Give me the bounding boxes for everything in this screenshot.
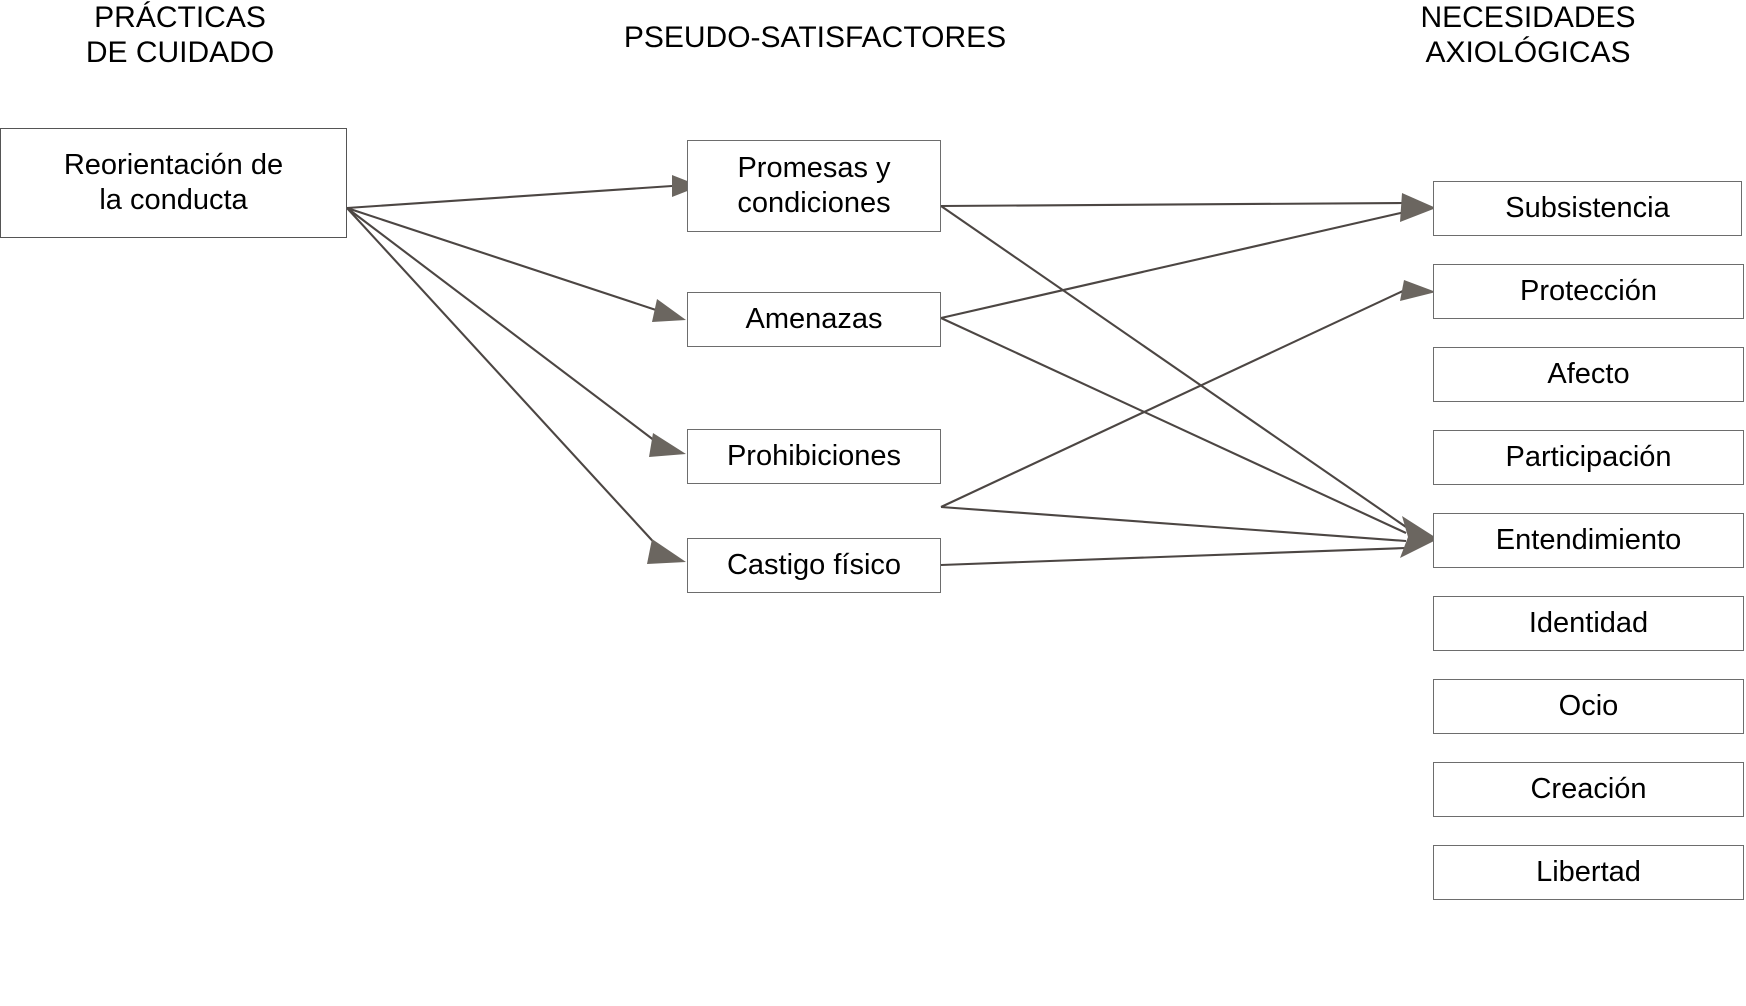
arrowhead-proteccion <box>1400 280 1436 301</box>
links-from-amenazas <box>940 210 1407 534</box>
node-necesidad-entendimiento[interactable]: Entendimiento <box>1433 513 1744 568</box>
link-prohibiciones-entendimiento <box>940 505 1407 543</box>
node-necesidad-identidad[interactable]: Identidad <box>1433 596 1744 651</box>
node-necesidad-creacion[interactable]: Creación <box>1433 762 1744 817</box>
link-amenazas-subsistencia <box>940 210 1406 320</box>
link-prohibiciones-proteccion <box>940 289 1406 508</box>
node-pseudo-prohibiciones[interactable]: Prohibiciones <box>687 429 941 484</box>
link-reorientacion-promesas <box>346 184 673 210</box>
link-amenazas-entendimiento <box>940 317 1407 534</box>
node-necesidad-afecto[interactable]: Afecto <box>1433 347 1744 402</box>
links-from-prohibiciones <box>940 289 1407 543</box>
node-pseudo-promesas[interactable]: Promesas y condiciones <box>687 140 941 232</box>
links-from-reorientacion <box>346 175 700 564</box>
node-pseudo-castigo[interactable]: Castigo físico <box>687 538 941 593</box>
link-reorientacion-castigo <box>346 207 661 550</box>
links-from-castigo <box>940 546 1407 567</box>
column-header-necesidades: NECESIDADES AXIOLÓGICAS <box>1420 1 1636 70</box>
node-necesidad-libertad[interactable]: Libertad <box>1433 845 1744 900</box>
arrowhead-prohibiciones <box>649 433 686 457</box>
link-reorientacion-prohibiciones <box>346 207 660 445</box>
column-header-pseudo-satisfactores: PSEUDO-SATISFACTORES <box>623 21 1007 54</box>
links-from-promesas <box>940 201 1407 528</box>
arrowhead-castigo <box>647 539 686 564</box>
node-necesidad-proteccion[interactable]: Protección <box>1433 264 1744 319</box>
node-practica-reorientacion[interactable]: Reorientación de la conducta <box>0 128 347 238</box>
arrowhead-amenazas <box>652 299 686 322</box>
node-pseudo-amenazas[interactable]: Amenazas <box>687 292 941 347</box>
arrowhead-subsistencia <box>1400 193 1436 222</box>
node-necesidad-subsistencia[interactable]: Subsistencia <box>1433 181 1742 236</box>
link-promesas-subsistencia <box>940 201 1405 208</box>
link-castigo-entendimiento <box>940 546 1407 567</box>
node-necesidad-participacion[interactable]: Participación <box>1433 430 1744 485</box>
column-header-practicas: PRÁCTICAS DE CUIDADO <box>85 1 275 70</box>
node-necesidad-ocio[interactable]: Ocio <box>1433 679 1744 734</box>
link-reorientacion-amenazas <box>346 207 660 312</box>
link-promesas-entendimiento <box>940 205 1407 528</box>
